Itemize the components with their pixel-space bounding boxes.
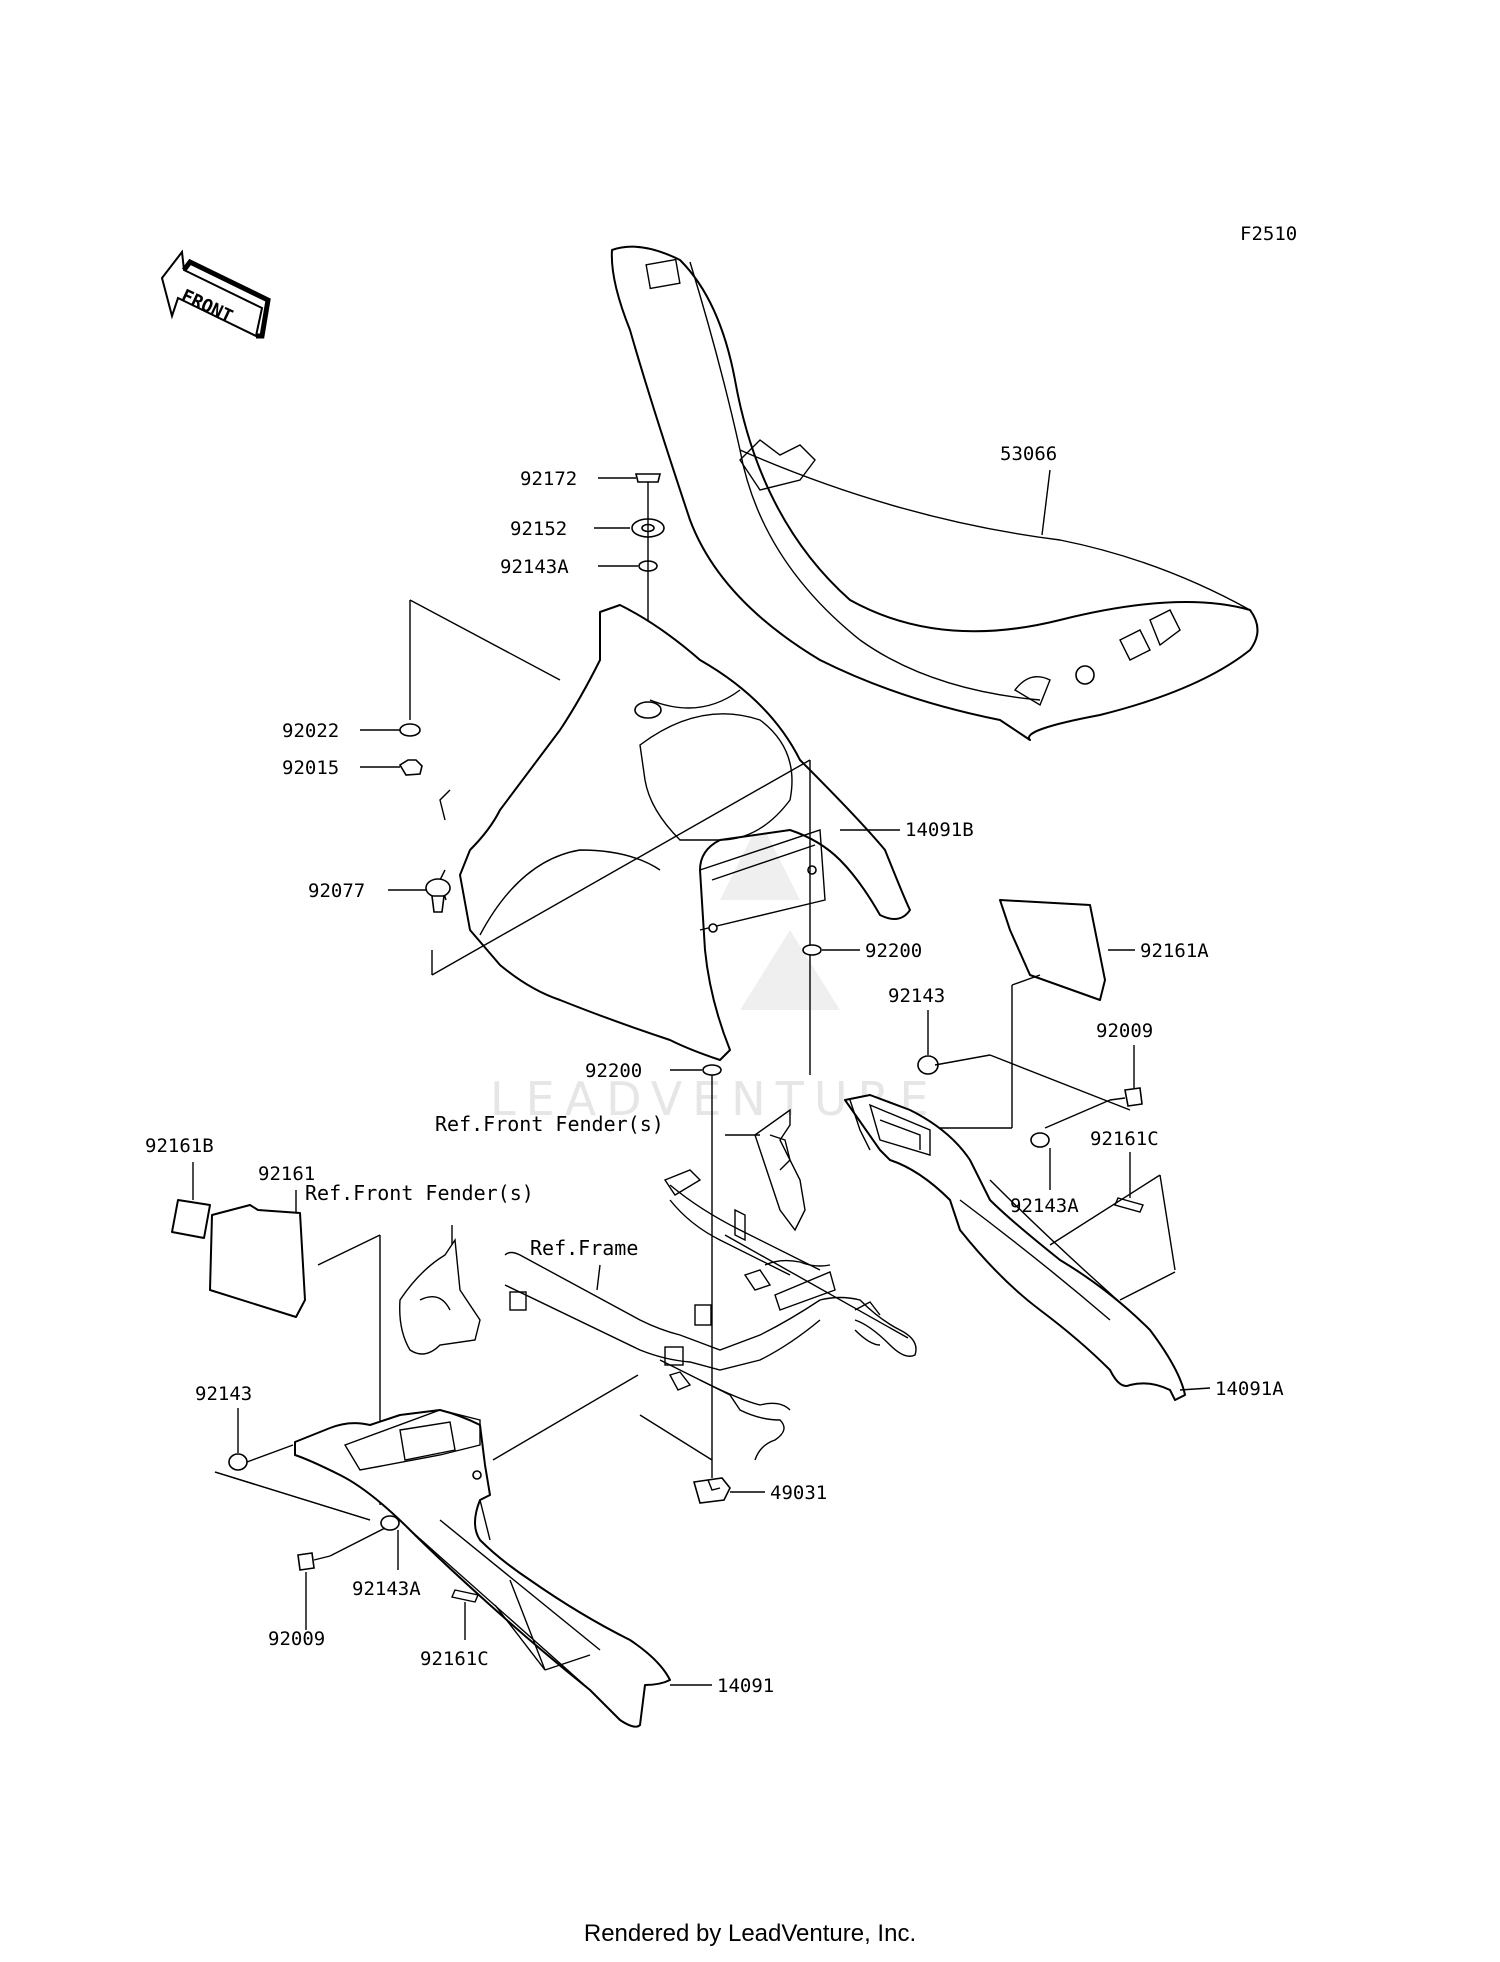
strip-92161C-right xyxy=(1114,1197,1144,1213)
callout-14091A: 14091A xyxy=(1215,1378,1284,1400)
callout-92172: 92172 xyxy=(520,468,577,490)
rivet-92077 xyxy=(425,878,451,913)
grommet-92200-center xyxy=(702,1064,722,1076)
rear-fender-part xyxy=(439,604,911,1061)
nut-92015 xyxy=(398,759,423,776)
callout-92077: 92077 xyxy=(308,880,365,902)
right-footrest-part xyxy=(844,1094,1186,1401)
screw-92009-right xyxy=(1109,1087,1143,1107)
callout-92143-left: 92143 xyxy=(195,1383,252,1405)
callout-92161C-right: 92161C xyxy=(1090,1128,1159,1150)
pad-92161A xyxy=(999,899,1106,1001)
collar-92143A-left xyxy=(380,1515,400,1531)
pad-92161 xyxy=(209,1204,306,1318)
callout-92161A: 92161A xyxy=(1140,940,1209,962)
frame-ref xyxy=(504,1169,917,1461)
callout-92161C-left: 92161C xyxy=(420,1648,489,1670)
ref-front-fender-upper: Ref.Front Fender(s) xyxy=(435,1112,664,1136)
ref-front-fender-left: Ref.Front Fender(s) xyxy=(305,1181,534,1205)
callout-92009-left: 92009 xyxy=(268,1628,325,1650)
washer-92022 xyxy=(399,723,421,737)
callout-92143A-top: 92143A xyxy=(500,556,569,578)
callout-92200-center: 92200 xyxy=(585,1060,642,1082)
left-footrest-part xyxy=(294,1409,671,1728)
seat-part xyxy=(610,245,1259,741)
clip-49031 xyxy=(692,1477,731,1504)
callout-14091: 14091 xyxy=(717,1675,774,1697)
diagram-code: F2510 xyxy=(1240,223,1297,245)
front-fender-ref-upper xyxy=(754,1108,806,1232)
pad-92161B xyxy=(171,1199,211,1239)
callout-53066: 53066 xyxy=(1000,443,1057,465)
screw-92172 xyxy=(634,473,662,500)
callout-49031: 49031 xyxy=(770,1482,827,1504)
callout-92152: 92152 xyxy=(510,518,567,540)
front-fender-ref-left xyxy=(399,1237,481,1355)
callout-92200-right: 92200 xyxy=(865,940,922,962)
front-arrow-icon: FRONT xyxy=(160,249,271,339)
collar-92143A-right xyxy=(1030,1132,1050,1148)
collar-92143-left xyxy=(228,1453,248,1471)
callout-14091B: 14091B xyxy=(905,819,974,841)
callout-92015: 92015 xyxy=(282,757,339,779)
grommet-92200-right xyxy=(802,944,822,956)
callout-92161B: 92161B xyxy=(145,1135,214,1157)
callout-92009-right: 92009 xyxy=(1096,1020,1153,1042)
callout-92143A-left: 92143A xyxy=(352,1578,421,1600)
strip-92161C-left xyxy=(451,1589,479,1603)
screw-92009-left xyxy=(297,1552,331,1571)
callout-92022: 92022 xyxy=(282,720,339,742)
callout-92143-right: 92143 xyxy=(888,985,945,1007)
callout-92161: 92161 xyxy=(258,1163,315,1185)
ref-frame: Ref.Frame xyxy=(530,1236,638,1260)
footer-credit: Rendered by LeadVenture, Inc. xyxy=(583,1920,917,1947)
callout-92143A-right: 92143A xyxy=(1010,1195,1079,1217)
